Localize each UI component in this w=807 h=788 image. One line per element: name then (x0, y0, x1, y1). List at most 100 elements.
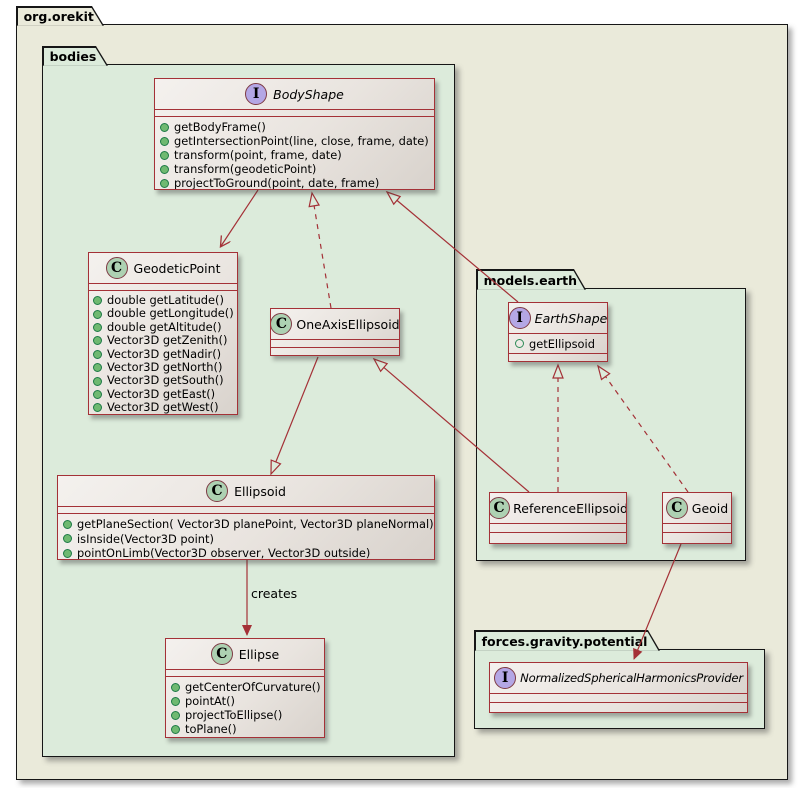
method-row: double getLongitude() (93, 306, 234, 320)
method-visibility-icon (93, 349, 102, 359)
method-visibility-icon (160, 164, 169, 174)
method-label: projectToGround(point, date, frame) (174, 176, 380, 190)
class-ellipsoid[interactable]: C Ellipsoid getPlaneSection( Vector3D pl… (57, 475, 435, 560)
method-visibility-icon (93, 296, 102, 306)
interface-badge-icon: I (509, 307, 531, 329)
fields-compartment-empty (89, 284, 237, 291)
method-label: Vector3D getNorth() (107, 360, 223, 375)
class-bodyshape-title: I BodyShape (155, 79, 434, 110)
class-name: BodyShape (273, 86, 344, 102)
fields-compartment-empty (271, 340, 399, 348)
class-name: EarthShape (534, 310, 608, 326)
method-label: getIntersectionPoint(line, close, frame,… (174, 134, 429, 148)
methods-compartment-empty (663, 533, 731, 543)
methods-compartment-empty (490, 533, 626, 543)
method-row: transform(geodeticPoint) (160, 162, 429, 176)
class-bodyshape[interactable]: I BodyShape getBodyFrame()getIntersectio… (154, 78, 435, 190)
interface-earthshape-title: I EarthShape (509, 303, 607, 334)
method-visibility-icon (160, 178, 169, 188)
interface-earthshape[interactable]: I EarthShape getEllipsoid (508, 302, 608, 362)
method-row: double getLatitude() (93, 293, 232, 307)
method-visibility-icon (171, 710, 180, 720)
class-geoid[interactable]: C Geoid (662, 492, 732, 544)
method-visibility-icon (93, 309, 102, 319)
fields-compartment-empty (58, 507, 434, 514)
method-visibility-icon (63, 548, 72, 558)
method-label: getCenterOfCurvature() (185, 680, 321, 694)
class-referenceellipsoid-title: C ReferenceEllipsoid (490, 493, 626, 524)
method-label: transform(point, frame, date) (174, 148, 342, 162)
class-name: Ellipsoid (234, 483, 286, 499)
package-label-bodies: bodies (44, 48, 107, 66)
edge-label-creates: creates (251, 586, 298, 601)
class-name: OneAxisEllipsoid (296, 316, 400, 332)
fields-compartment-empty (663, 524, 731, 533)
method-row: getIntersectionPoint(line, close, frame,… (160, 134, 429, 148)
method-label: projectToEllipse() (185, 708, 283, 722)
method-row: isInside(Vector3D point) (63, 532, 429, 547)
class-ellipsoid-title: C Ellipsoid (58, 476, 434, 507)
method-label: isInside(Vector3D point) (77, 531, 214, 546)
class-name: Ellipse (238, 646, 280, 662)
class-name: NormalizedSphericalHarmonicsProvider (520, 671, 743, 685)
methods-compartment: getCenterOfCurvature()pointAt()projectTo… (166, 677, 324, 737)
methods-compartment-empty (490, 703, 747, 712)
method-visibility-icon (93, 336, 102, 346)
method-row: getBodyFrame() (160, 120, 429, 134)
class-ellipse-title: C Ellipse (166, 639, 324, 670)
interface-normalizedsphericalharmonicsprovider[interactable]: I NormalizedSphericalHarmonicsProvider (489, 662, 748, 713)
method-row: Vector3D getEast() (93, 386, 232, 401)
field-visibility-icon (515, 339, 524, 348)
class-badge-icon: C (271, 313, 293, 335)
fields-compartment-empty (166, 670, 324, 677)
method-row: transform(point, frame, date) (160, 148, 429, 162)
method-row: Vector3D getWest() (93, 400, 232, 415)
method-label: double getAltitude() (107, 319, 222, 334)
class-ellipse[interactable]: C Ellipse getCenterOfCurvature()pointAt(… (165, 638, 325, 738)
methods-compartment: getPlaneSection( Vector3D planePoint, Ve… (58, 514, 434, 560)
method-visibility-icon (63, 534, 72, 544)
package-tab-forces-gravity-potential: forces.gravity.potential (474, 630, 660, 651)
method-visibility-icon (171, 696, 180, 706)
method-row: Vector3D getSouth() (93, 374, 232, 387)
method-visibility-icon (93, 403, 102, 413)
method-label: getPlaneSection( Vector3D planePoint, Ve… (77, 517, 434, 531)
class-name: Geoid (691, 500, 729, 516)
class-badge-icon: C (210, 643, 233, 665)
method-label: pointOnLimb(Vector3D observer, Vector3D … (77, 546, 371, 560)
class-name: ReferenceEllipsoid (513, 500, 627, 516)
methods-compartment-empty (509, 354, 607, 361)
class-geodeticpoint[interactable]: C GeodeticPoint double getLatitude()doub… (88, 252, 238, 415)
class-geoid-title: C Geoid (663, 493, 731, 524)
methods-compartment-empty (271, 348, 399, 355)
field-label: getEllipsoid (529, 336, 595, 351)
method-visibility-icon (63, 519, 72, 529)
package-label-org-orekit: org.orekit (18, 8, 103, 26)
method-row: projectToEllipse() (171, 708, 319, 722)
method-label: transform(geodeticPoint) (174, 162, 317, 176)
method-visibility-icon (160, 150, 169, 160)
method-label: double getLatitude() (107, 293, 224, 307)
method-label: Vector3D getEast() (107, 386, 216, 401)
method-row: getPlaneSection( Vector3D planePoint, Ve… (63, 517, 434, 532)
fields-compartment-empty (490, 524, 626, 533)
interface-nshp-title: I NormalizedSphericalHarmonicsProvider (490, 663, 747, 694)
method-row: projectToGround(point, date, frame) (160, 176, 429, 190)
class-oneaxisellipsoid[interactable]: C OneAxisEllipsoid (270, 308, 400, 356)
package-tab-models-earth: models.earth (476, 269, 586, 290)
class-badge-icon: C (665, 497, 688, 519)
method-row: Vector3D getNadir() (93, 347, 232, 361)
methods-compartment: double getLatitude()double getLongitude(… (89, 291, 237, 415)
package-label-models-earth: models.earth (478, 271, 585, 290)
class-badge-icon: C (490, 497, 511, 519)
class-geodeticpoint-title: C GeodeticPoint (89, 253, 237, 284)
class-badge-icon: C (105, 257, 128, 279)
method-row: getCenterOfCurvature() (171, 680, 321, 694)
field-row: getEllipsoid (509, 334, 607, 354)
class-referenceellipsoid[interactable]: C ReferenceEllipsoid (489, 492, 627, 544)
method-label: Vector3D getWest() (107, 400, 219, 415)
interface-badge-icon: I (245, 83, 268, 105)
method-visibility-icon (171, 724, 180, 734)
method-visibility-icon (160, 136, 169, 146)
class-name: GeodeticPoint (133, 260, 221, 276)
